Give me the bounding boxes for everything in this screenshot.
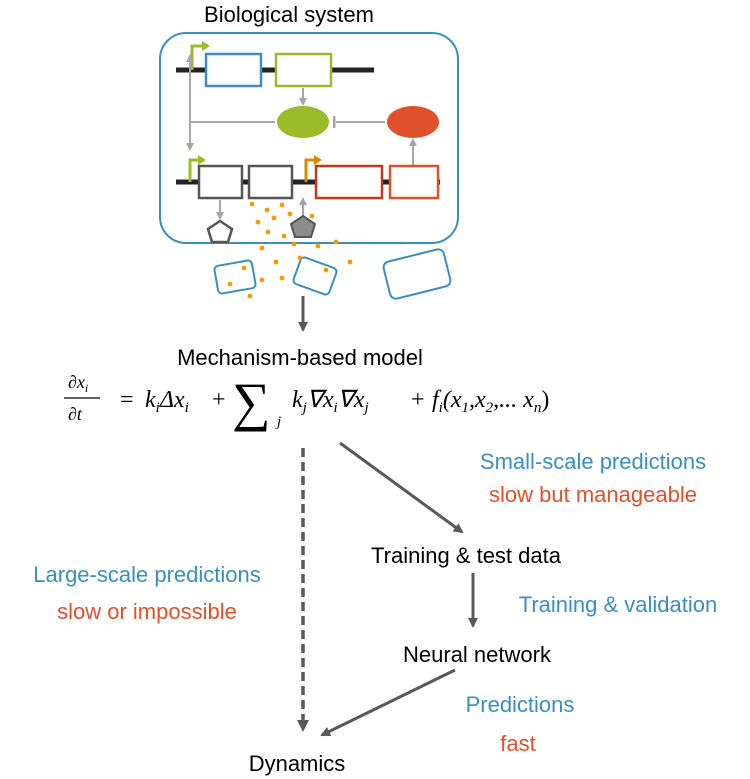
pentagon-empty-icon — [206, 219, 234, 244]
molecule-dot — [255, 219, 261, 225]
molecule-dot — [247, 293, 253, 299]
molecule-dot — [241, 265, 247, 271]
molecule-dot — [264, 207, 270, 213]
biological-system-panel — [159, 32, 459, 244]
molecule-dot — [259, 245, 265, 251]
molecule-dot — [279, 275, 285, 281]
molecule-dot — [273, 259, 279, 265]
eq-sum-symbol: ∑ — [232, 372, 271, 432]
signal-molecules — [227, 201, 353, 299]
eq-lhs-numerator: ∂xi — [68, 372, 88, 395]
arrow-to-dynamics — [320, 668, 456, 737]
pentagon-filled-icon — [289, 214, 317, 238]
neural-network-label: Neural network — [403, 642, 552, 667]
training-data-label: Training & test data — [371, 543, 562, 568]
molecule-dot — [259, 277, 265, 283]
molecule-dot — [291, 241, 297, 247]
molecule-dot — [279, 202, 285, 208]
cell-population — [213, 248, 452, 300]
predictions-label: Predictions — [466, 692, 575, 717]
feedback-arrow-up-icon — [186, 54, 194, 62]
eq-term1: kiΔxi — [145, 387, 189, 416]
promoter-lower-orange-icon — [304, 158, 316, 182]
molecule-dot — [287, 211, 293, 217]
diagram-title: Biological system — [204, 2, 374, 27]
uptake-arrow-tip-icon — [299, 197, 307, 205]
eq-plus-2: + — [411, 387, 425, 413]
predictions-note: fast — [500, 731, 535, 756]
gene-red-1 — [314, 164, 384, 200]
cell-large-right — [382, 248, 452, 300]
molecule-dot — [265, 229, 271, 235]
molecule-dot — [271, 215, 277, 221]
promoter-lower-orange-tip-icon — [314, 155, 322, 165]
repression-bar — [333, 116, 336, 128]
molecule-dot — [297, 255, 303, 261]
feedback-arrow-down-icon — [186, 143, 194, 151]
dynamics-label: Dynamics — [249, 751, 346, 776]
molecule-dot — [249, 201, 255, 207]
protein-red — [387, 106, 439, 138]
expression-arrow-red-tip-icon — [409, 138, 417, 146]
training-validation-label: Training & validation — [519, 592, 718, 617]
gene-red-2 — [388, 164, 440, 200]
expression-arrow-pentagon-left-tip-icon — [216, 212, 224, 220]
large-scale-label: Large-scale predictions — [33, 562, 260, 587]
promoter-lower-green-tip-icon — [198, 155, 206, 165]
molecule-dot — [281, 233, 287, 239]
gene-gray-1 — [197, 164, 244, 200]
molecule-dot — [333, 239, 339, 245]
arrow-large-scale-tip-icon — [297, 720, 309, 732]
molecule-dot — [227, 281, 233, 287]
gene-gray-2 — [247, 164, 294, 200]
molecule-dot — [315, 243, 321, 249]
arrow-to-training-data — [339, 441, 464, 534]
model-equation: ∂xi ∂t = kiΔxi + ∑ j kj∇xi∇xj + fi(x1,x2… — [64, 372, 549, 432]
small-scale-note: slow but manageable — [489, 482, 697, 507]
eq-plus-1: + — [212, 387, 226, 413]
molecule-dot — [323, 267, 329, 273]
gene-green — [274, 52, 333, 88]
promoter-lower-green-icon — [188, 158, 200, 182]
promoter-upper-tip-icon — [202, 41, 210, 51]
large-scale-note: slow or impossible — [57, 599, 237, 624]
molecule-dot — [347, 259, 353, 265]
protein-green — [277, 106, 329, 138]
eq-equals: = — [120, 387, 134, 413]
eq-term2: kj∇xi∇xj — [292, 387, 369, 416]
small-scale-label: Small-scale predictions — [480, 449, 706, 474]
eq-term3: fi(x1,x2,... xn) — [432, 387, 549, 416]
eq-sum-index: j — [275, 414, 281, 430]
gene-blue — [204, 52, 263, 88]
eq-lhs-denominator: ∂t — [68, 404, 83, 424]
cell-small-middle — [292, 256, 338, 296]
model-title: Mechanism-based model — [177, 345, 423, 370]
molecule-dot — [309, 213, 315, 219]
cell-small-left — [213, 259, 257, 295]
